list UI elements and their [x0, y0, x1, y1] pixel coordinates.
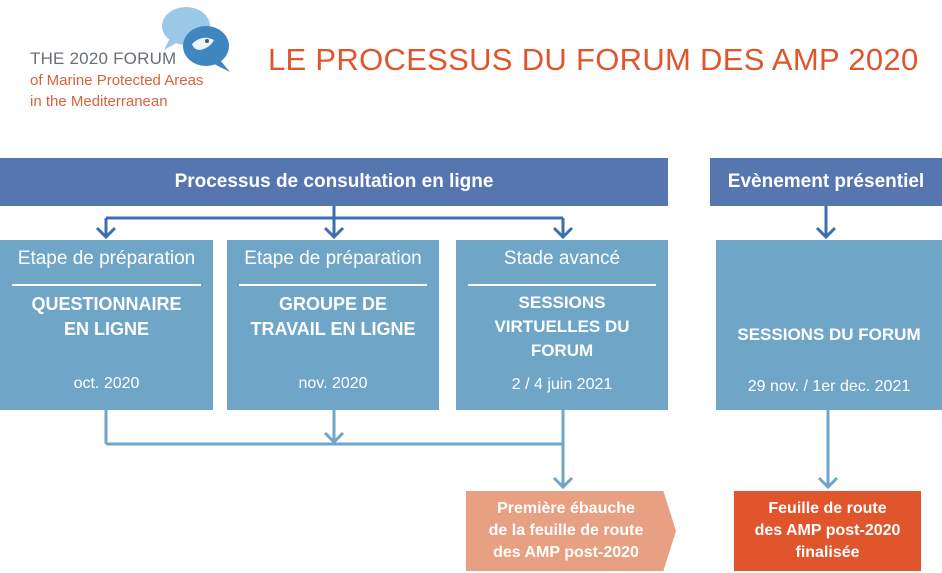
- card-title: SESSIONS VIRTUELLES DU FORUM: [494, 293, 630, 360]
- forum-logo-icon: [162, 7, 230, 72]
- card-title: GROUPE DE TRAVAIL EN LIGNE: [250, 294, 416, 339]
- card-forum-sessions: SESSIONS DU FORUM 29 nov. / 1er dec. 202…: [716, 240, 942, 410]
- output-draft-roadmap: Première ébauche de la feuille de route …: [466, 491, 676, 571]
- logo-text-line2: of Marine Protected Areas: [30, 72, 204, 89]
- card-divider: [12, 284, 201, 286]
- card-virtual-sessions: Stade avancé SESSIONS VIRTUELLES DU FORU…: [456, 240, 668, 410]
- card-date: 2 / 4 juin 2021: [511, 376, 613, 393]
- card-title: QUESTIONNAIRE EN LIGNE: [31, 294, 182, 339]
- card-date: 29 nov. / 1er dec. 2021: [747, 378, 911, 395]
- card-online-working-group: Etape de préparation GROUPE DE TRAVAIL E…: [227, 240, 439, 410]
- card-divider: [239, 284, 427, 286]
- card-divider: [468, 284, 656, 286]
- in-person-event-header: Evènement présentiel: [710, 158, 942, 206]
- output-final-roadmap: Feuille de route des AMP post-2020 final…: [734, 491, 921, 571]
- card-stage-label: Etape de préparation: [17, 248, 196, 269]
- online-consultation-header: Processus de consultation en ligne: [0, 158, 668, 206]
- page-title: LE PROCESSUS DU FORUM DES AMP 2020: [268, 42, 919, 77]
- card-date: nov. 2020: [298, 375, 368, 392]
- card-title: SESSIONS DU FORUM: [737, 325, 921, 344]
- card-stage-label: Etape de préparation: [244, 248, 422, 269]
- card-online-questionnaire: Etape de préparation QUESTIONNAIRE EN LI…: [0, 240, 213, 410]
- logo-text-line3: in the Mediterranean: [30, 93, 168, 110]
- logo-text-line1: THE 2020 FORUM: [30, 49, 177, 68]
- card-date: oct. 2020: [73, 375, 140, 392]
- card-stage-label: Stade avancé: [503, 248, 621, 269]
